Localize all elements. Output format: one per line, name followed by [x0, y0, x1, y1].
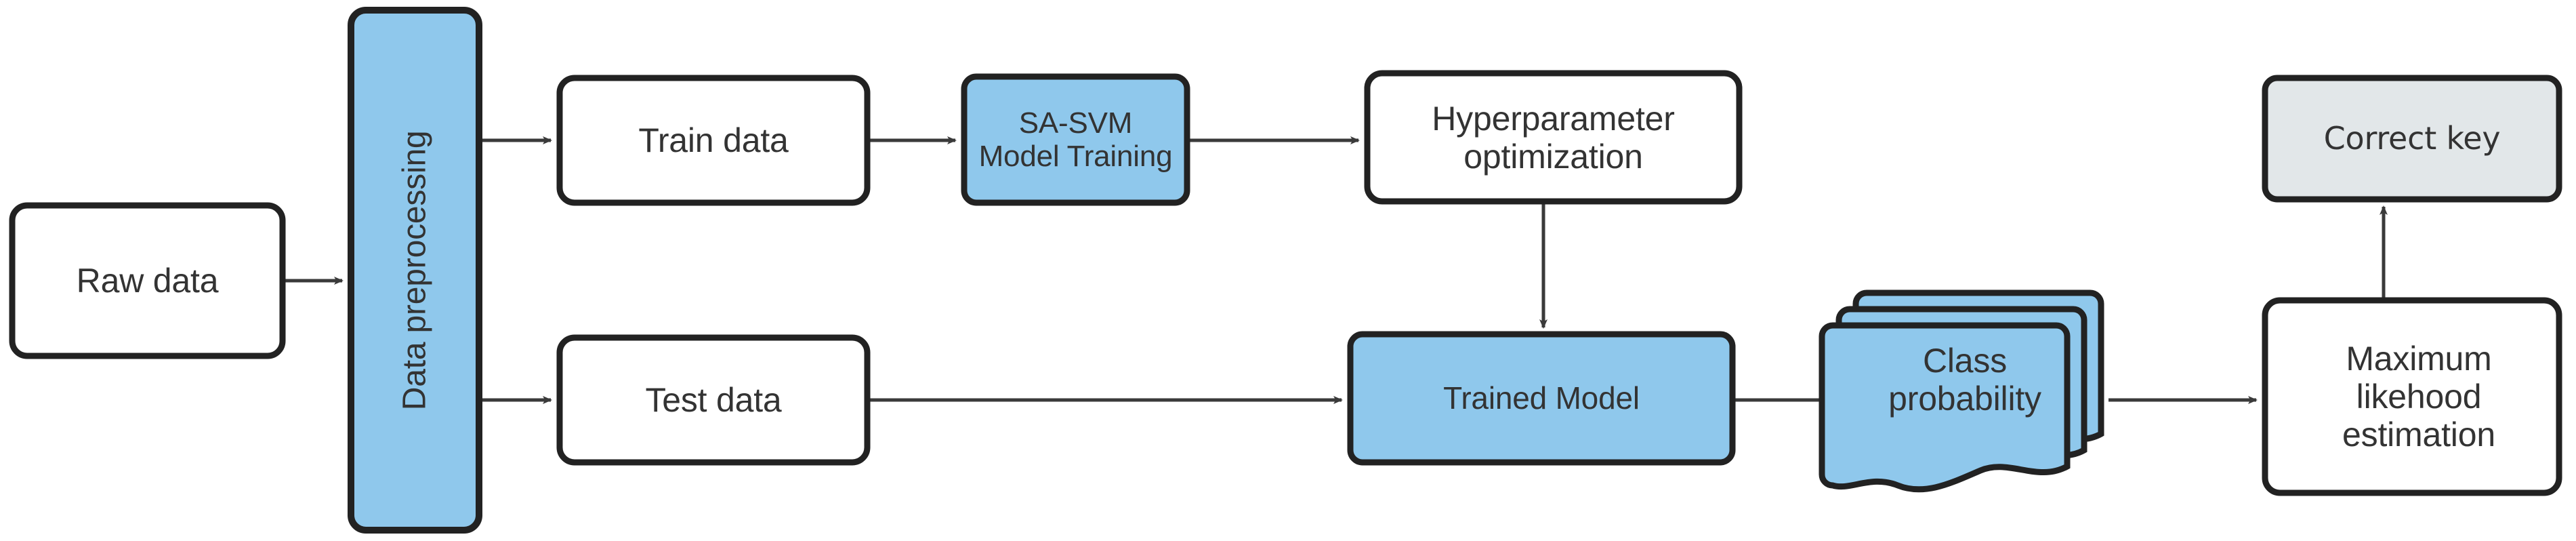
- node-test-data[interactable]: [556, 334, 871, 466]
- node-hyperparameter-optimization[interactable]: [1364, 70, 1743, 205]
- node-maximum-likehood-estimation[interactable]: [2262, 297, 2562, 496]
- node-train-data[interactable]: [556, 75, 871, 206]
- node-data-preprocessing[interactable]: [348, 7, 482, 534]
- node-class-probability[interactable]: [1819, 289, 2104, 493]
- node-trained-model[interactable]: [1347, 331, 1736, 466]
- node-correct-key[interactable]: [2262, 75, 2562, 203]
- class-prob-sheet-front: [1819, 322, 2071, 493]
- node-raw-data[interactable]: [9, 202, 286, 359]
- node-sa-svm-model-training[interactable]: [961, 73, 1190, 206]
